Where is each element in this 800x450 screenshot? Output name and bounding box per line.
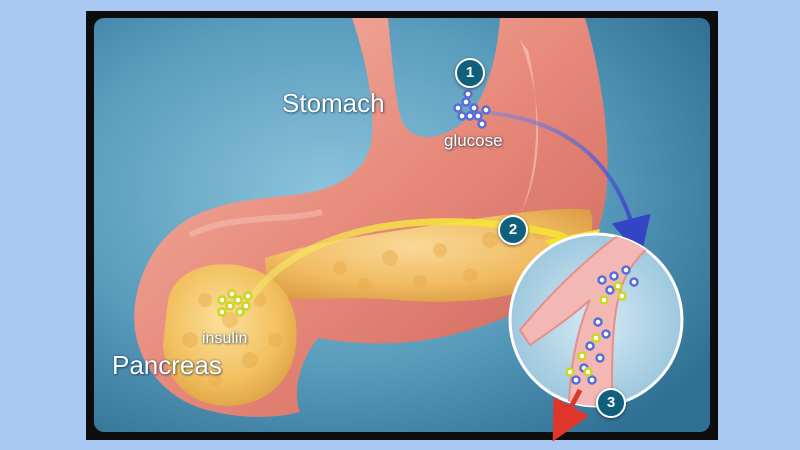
pancreas-label: Pancreas — [112, 350, 222, 380]
glucose-label: glucose — [444, 131, 503, 150]
glucose-molecules — [453, 89, 639, 385]
step-2-badge: 2 — [498, 215, 528, 245]
outflow-arrow — [552, 388, 590, 442]
step-3-badge: 3 — [596, 388, 626, 418]
stomach-label: Stomach — [282, 88, 385, 118]
pancreas-texture — [182, 225, 547, 387]
stomach-highlight — [520, 40, 539, 215]
pancreas-head — [163, 264, 297, 406]
insulin-molecules — [217, 281, 627, 377]
glucose-arrow — [479, 110, 651, 258]
insulin-label: insulin — [202, 330, 248, 347]
stomach-fold — [188, 209, 323, 238]
step-1-badge: 1 — [455, 58, 485, 88]
